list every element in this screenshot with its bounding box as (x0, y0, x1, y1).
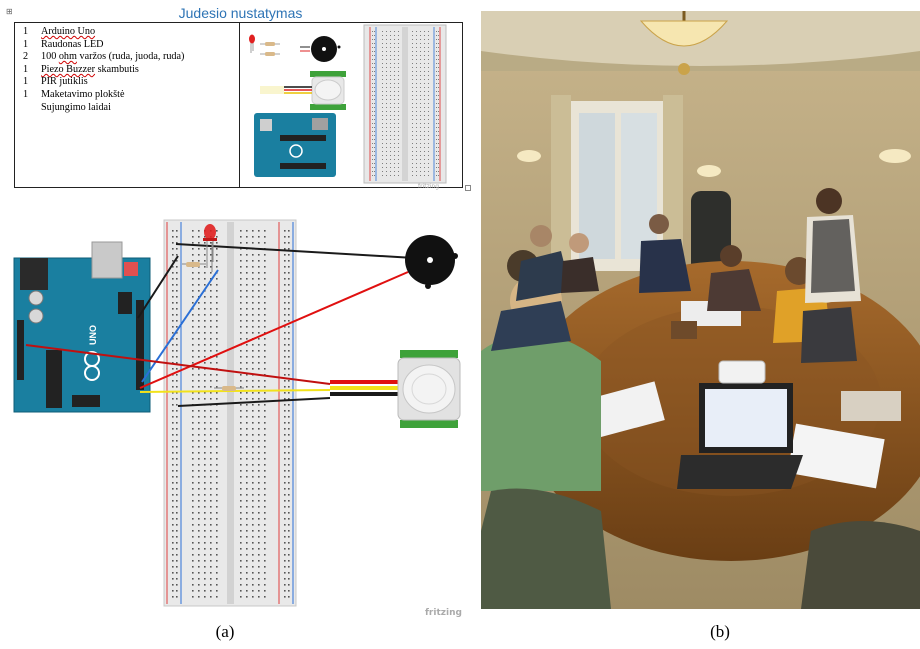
anchor-marker: ⊞ (6, 7, 13, 16)
part-name: Piezo Buzzer skambutis (41, 63, 139, 75)
part-name: PIR jutiklis (41, 76, 88, 88)
part-quantity: 1 (23, 76, 29, 88)
part-name: Maketavimo plokštė (41, 88, 125, 100)
part-quantity (23, 102, 41, 115)
arduino-uno-board: UNO (13, 241, 151, 413)
chandelier (639, 11, 729, 75)
resize-handle (465, 185, 471, 191)
breadboard-small-icon (363, 24, 447, 184)
fritzing-watermark-small: fritzing (418, 183, 440, 190)
parts-list-item: Sujungimo laidai (23, 102, 238, 115)
table-divider (239, 23, 240, 187)
part-quantity: 1 (23, 38, 29, 50)
pir-sensor (330, 350, 461, 428)
parts-list-item: 1 Raudonas LED (23, 39, 238, 52)
wires (25, 242, 415, 407)
parts-illustration (249, 24, 447, 184)
window (551, 95, 683, 281)
fritzing-watermark-large: fritzing (425, 608, 462, 618)
laptop (677, 383, 803, 489)
parts-list-item: 1 PIR jutiklis (23, 76, 238, 89)
workshop-photo (481, 11, 920, 609)
part-quantity: 1 (23, 88, 29, 100)
arduino-small-icon (254, 113, 336, 177)
parts-list-item: 1 Piezo Buzzer skambutis (23, 64, 238, 77)
caption-b: (b) (710, 622, 730, 641)
resistors-small-icon (260, 42, 280, 56)
participants (481, 188, 861, 491)
part-name: Sujungimo laidai (41, 101, 111, 113)
breadboard (163, 219, 297, 607)
buzzer-small-icon (300, 36, 341, 62)
led-small-icon (249, 34, 255, 53)
part-quantity: 2 (23, 51, 29, 63)
svg-text:UNO: UNO (88, 325, 98, 345)
figure-title: Judesio nustatymas (178, 5, 303, 21)
piezo-buzzer (405, 235, 458, 289)
pir-sensor-small-icon (260, 71, 346, 110)
part-name: Raudonas LED (41, 38, 104, 50)
part-name: Arduino Uno (41, 26, 96, 37)
parts-list-item: 1 Maketavimo plokštė (23, 89, 238, 102)
part-quantity: 1 (23, 63, 29, 75)
part-name: 100 ohm varžos (ruda, juoda, ruda) (41, 51, 185, 63)
circuit-diagram: UNO (13, 219, 461, 607)
caption-a: (a) (215, 622, 235, 641)
part-quantity: 1 (23, 26, 29, 37)
parts-list-item: 1 Arduino Uno (23, 26, 238, 39)
parts-list-item: 2 100 ohm varžos (ruda, juoda, ruda) (23, 51, 238, 64)
red-led (203, 224, 217, 268)
